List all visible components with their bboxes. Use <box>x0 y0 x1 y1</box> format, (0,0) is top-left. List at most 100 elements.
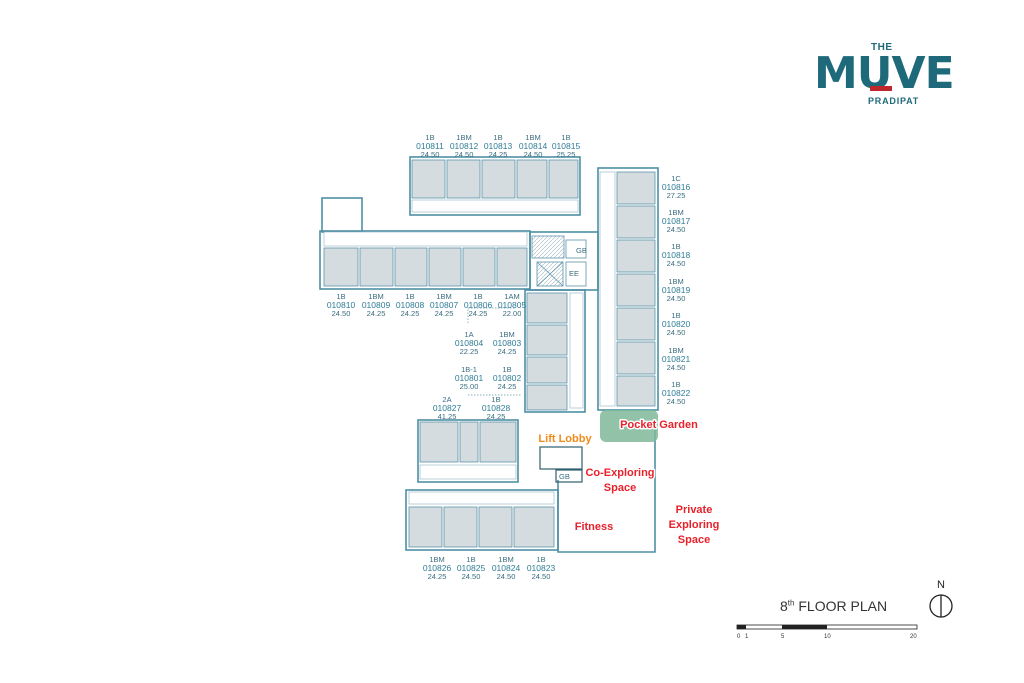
unit-010817: 1BM 010817 24.50 <box>662 208 691 234</box>
amenity-labels: Lift Lobby Pocket Garden Co-Exploring Sp… <box>537 418 721 548</box>
brand-logo: THE MUVE PRADIPAT <box>810 42 960 112</box>
svg-text:24.50: 24.50 <box>667 328 686 337</box>
svg-text:1B: 1B <box>405 292 414 301</box>
scale-tick-1: 1 <box>745 634 749 640</box>
svg-text:1B: 1B <box>473 292 482 301</box>
unit-010824: 1BM 010824 24.50 <box>492 555 521 581</box>
fitness-label: Fitness <box>575 521 614 533</box>
corridors <box>323 171 616 505</box>
unit-010828: 1B 010828 24.25 <box>482 395 511 421</box>
svg-text:010806: 010806 <box>464 300 493 310</box>
svg-text:24.25: 24.25 <box>428 572 447 581</box>
svg-text:24.50: 24.50 <box>455 150 474 159</box>
svg-text:24.50: 24.50 <box>667 225 686 234</box>
svg-text:010801: 010801 <box>455 373 484 383</box>
logo-the-text: THE <box>871 42 893 53</box>
svg-text:010809: 010809 <box>362 300 391 310</box>
svg-text:1B: 1B <box>536 555 545 564</box>
unit-010818: 1B 010818 24.50 <box>662 242 691 268</box>
dotted-connectors <box>467 307 522 396</box>
logo-sub-text: PRADIPAT <box>868 96 920 106</box>
svg-text:24.50: 24.50 <box>421 150 440 159</box>
svg-text:010824: 010824 <box>492 563 521 573</box>
svg-text:24.50: 24.50 <box>524 150 543 159</box>
unit-010826: 1BM 010826 24.25 <box>423 555 452 581</box>
floor-number: 8 <box>780 598 788 614</box>
svg-text:24.25: 24.25 <box>498 382 517 391</box>
svg-text:27.25: 27.25 <box>667 191 686 200</box>
svg-text:24.25: 24.25 <box>489 150 508 159</box>
svg-text:24.25: 24.25 <box>401 309 420 318</box>
room-code-ee: EE <box>569 269 579 278</box>
unit-010802: 1B 010802 24.25 <box>493 365 522 391</box>
unit-010820: 1B 010820 24.50 <box>662 311 691 337</box>
unit-010815: 1B 010815 25.25 <box>552 133 581 159</box>
svg-text:25.00: 25.00 <box>460 382 479 391</box>
svg-text:1BM: 1BM <box>499 330 514 339</box>
svg-text:24.25: 24.25 <box>469 309 488 318</box>
compass-letter: N <box>937 579 945 591</box>
svg-text:010808: 010808 <box>396 300 425 310</box>
scale-tick-20: 20 <box>910 634 917 640</box>
svg-text:010803: 010803 <box>493 338 522 348</box>
floor-plan-text: FLOOR PLAN <box>798 598 888 614</box>
scale-tick-0: 0 <box>737 634 741 640</box>
svg-text:22.25: 22.25 <box>460 347 479 356</box>
svg-text:010805: 010805 <box>498 300 527 310</box>
unit-010823: 1B 010823 24.50 <box>527 555 556 581</box>
svg-text:22.00: 22.00 <box>503 309 522 318</box>
svg-text:25.25: 25.25 <box>557 150 576 159</box>
svg-text:010816: 010816 <box>662 182 691 192</box>
svg-text:1B: 1B <box>336 292 345 301</box>
svg-text:010821: 010821 <box>662 354 691 364</box>
svg-text:010828: 010828 <box>482 403 511 413</box>
svg-text:010814: 010814 <box>519 141 548 151</box>
unit-010813: 1B 010813 24.25 <box>484 133 513 159</box>
svg-text:010807: 010807 <box>430 300 459 310</box>
svg-text:1B: 1B <box>493 133 502 142</box>
svg-text:010815: 010815 <box>552 141 581 151</box>
svg-text:010825: 010825 <box>457 563 486 573</box>
unit-010825: 1B 010825 24.50 <box>457 555 486 581</box>
unit-010811: 1B 010811 24.50 <box>416 133 444 159</box>
co-exploring-label-line2: Space <box>604 482 636 494</box>
svg-text:010820: 010820 <box>662 319 691 329</box>
svg-text:24.50: 24.50 <box>462 572 481 581</box>
svg-text:1AM: 1AM <box>504 292 519 301</box>
svg-text:24.50: 24.50 <box>667 259 686 268</box>
scale-tick-5: 5 <box>781 634 785 640</box>
svg-text:010804: 010804 <box>455 338 484 348</box>
unit-010807: 1BM 010807 24.25 <box>430 292 459 318</box>
svg-text:1BM: 1BM <box>668 277 683 286</box>
svg-text:24.25: 24.25 <box>367 309 386 318</box>
scale-bar: 0 1 5 10 20 <box>736 624 918 640</box>
scale-tick-10: 10 <box>824 634 831 640</box>
svg-text:24.50: 24.50 <box>332 309 351 318</box>
svg-text:010813: 010813 <box>484 141 513 151</box>
svg-text:1C: 1C <box>671 174 681 183</box>
unit-labels: 1B 010811 24.50 1BM 010812 24.50 1B 0108… <box>327 133 691 581</box>
svg-text:010819: 010819 <box>662 285 691 295</box>
svg-text:010802: 010802 <box>493 373 522 383</box>
svg-text:1BM: 1BM <box>668 346 683 355</box>
room-codes: GB EE GB <box>559 246 587 481</box>
svg-text:1A: 1A <box>464 330 473 339</box>
unit-010812: 1BM 010812 24.50 <box>450 133 479 159</box>
svg-text:24.50: 24.50 <box>667 363 686 372</box>
north-compass-icon: N <box>929 579 953 618</box>
svg-text:1B: 1B <box>502 365 511 374</box>
svg-text:1BM: 1BM <box>368 292 383 301</box>
unit-010827: 2A 010827 41.25 <box>433 395 462 421</box>
svg-text:010823: 010823 <box>527 563 556 573</box>
pocket-garden-label: Pocket Garden <box>620 419 698 431</box>
svg-text:1B: 1B <box>425 133 434 142</box>
svg-text:010818: 010818 <box>662 250 691 260</box>
unit-010819: 1BM 010819 24.50 <box>662 277 691 303</box>
svg-text:24.25: 24.25 <box>498 347 517 356</box>
unit-010814: 1BM 010814 24.50 <box>519 133 548 159</box>
svg-text:1BM: 1BM <box>456 133 471 142</box>
unit-010808: 1B 010808 24.25 <box>396 292 425 318</box>
unit-010806: 1B 010806 24.25 <box>464 292 493 318</box>
unit-010804: 1A 010804 22.25 <box>455 330 484 356</box>
